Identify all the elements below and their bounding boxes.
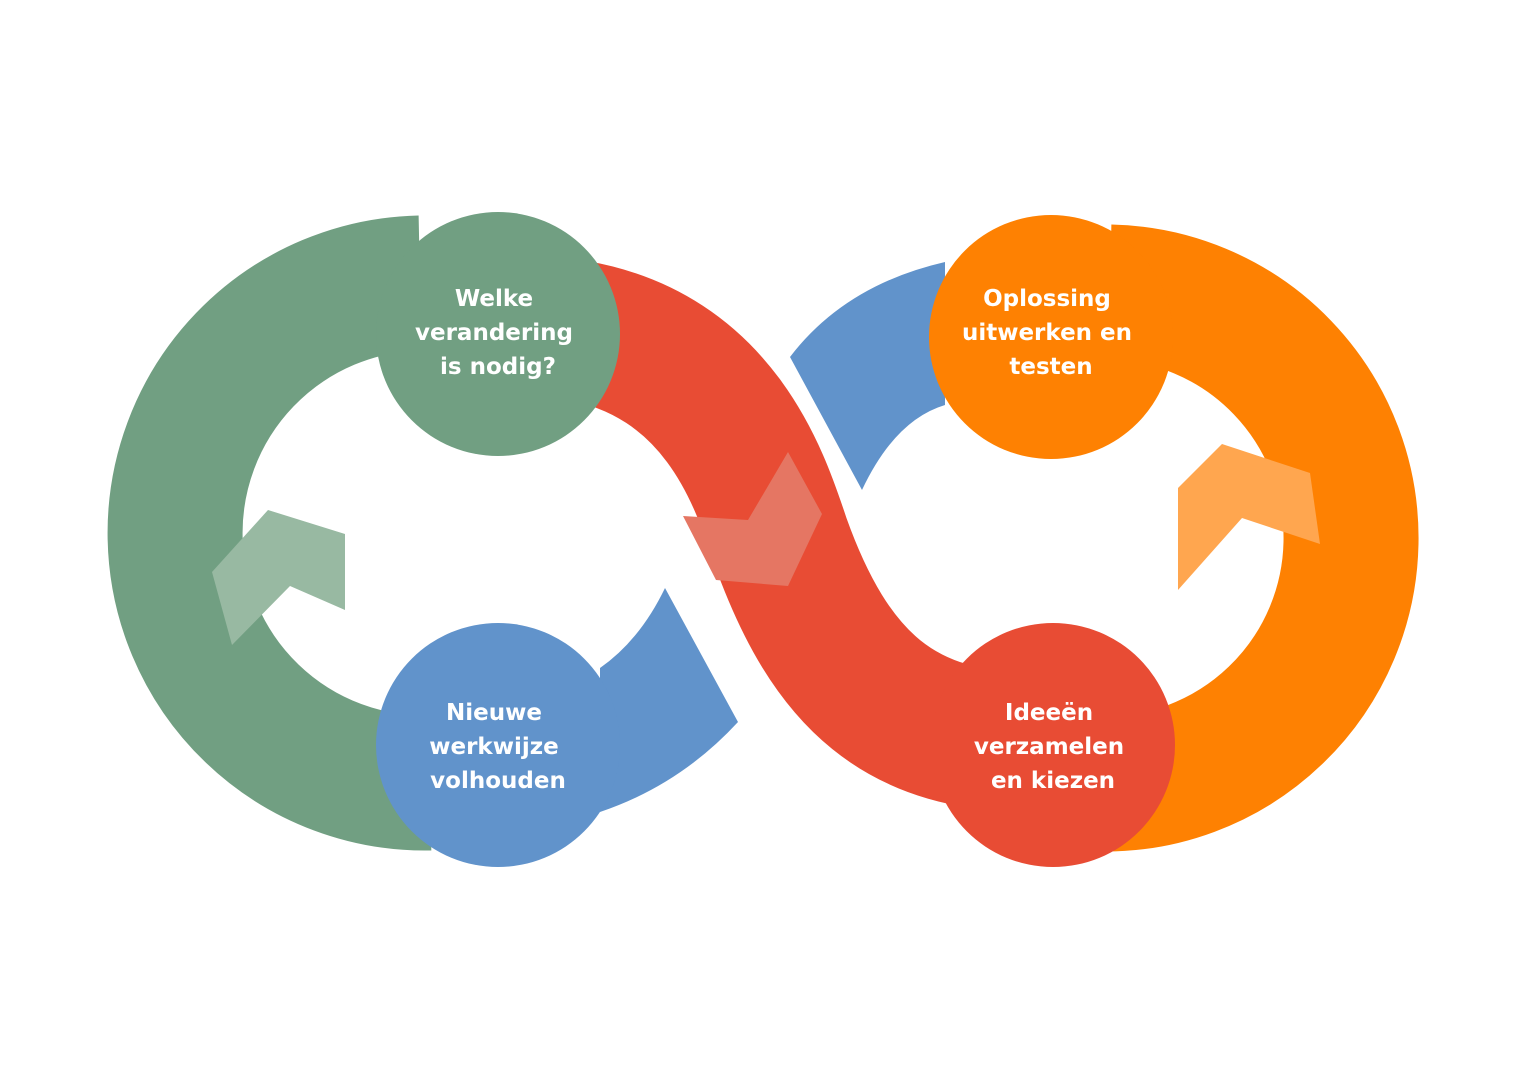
node-label-need: Welke verandering is nodig? (415, 286, 581, 380)
node-label-sustain: Nieuwe werkwijze volhouden (429, 700, 567, 794)
node-circle-need (376, 212, 620, 456)
node-develop: Oplossing uitwerken en testen (929, 215, 1173, 459)
red-arrow-band (683, 452, 822, 586)
node-label-develop: Oplossing uitwerken en testen (962, 286, 1140, 380)
node-circle-ideas (931, 623, 1175, 867)
orange-loop-segment (1098, 224, 1419, 852)
node-need: Welke verandering is nodig? (376, 212, 620, 456)
node-circle-sustain (376, 623, 620, 867)
node-circle-develop (929, 215, 1173, 459)
node-label-ideas: Ideeën verzamelen en kiezen (974, 700, 1132, 794)
blue-loop-segment-right (790, 262, 945, 490)
green-arrow-band (212, 510, 345, 645)
orange-arrow-band (1178, 444, 1320, 590)
green-loop-segment (107, 215, 432, 851)
node-sustain: Nieuwe werkwijze volhouden (376, 623, 620, 867)
blue-loop-segment-left (600, 588, 738, 812)
node-ideas: Ideeën verzamelen en kiezen (931, 623, 1175, 867)
